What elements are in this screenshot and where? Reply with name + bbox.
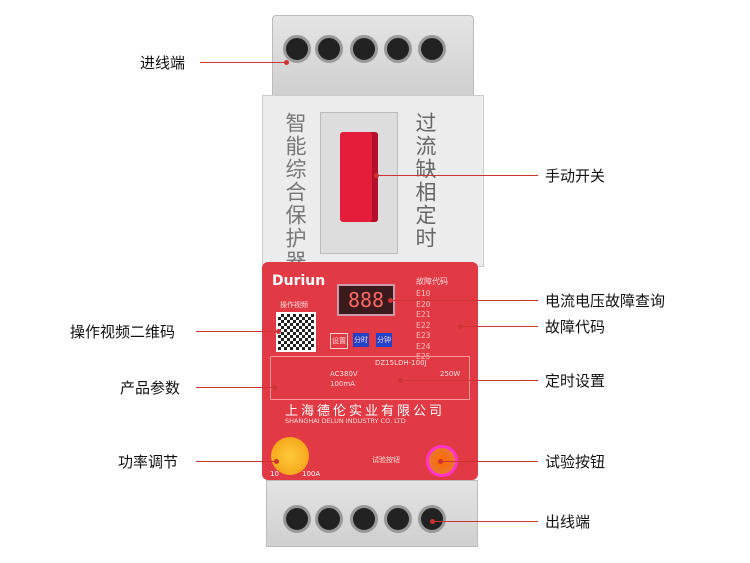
label-fault-query: 电流电压故障查询 bbox=[545, 292, 666, 310]
minute-button[interactable]: 分钟 bbox=[376, 333, 392, 347]
input-terminal bbox=[418, 35, 446, 63]
label-timer-setting: 定时设置 bbox=[545, 372, 606, 390]
led-display: 888 bbox=[337, 284, 395, 316]
fault-code: E20 bbox=[416, 299, 431, 309]
company-name-en: SHANGHAI DELUN INDUSTRY CO. LTD bbox=[285, 417, 406, 425]
brand-logo: Duriun bbox=[272, 273, 326, 289]
label-test-button: 试验按钮 bbox=[545, 453, 606, 471]
knob-max: 100A bbox=[302, 470, 321, 478]
hour-button[interactable]: 分时 bbox=[353, 333, 369, 347]
test-button-label: 试验按钮 bbox=[372, 456, 400, 464]
input-terminal bbox=[384, 35, 412, 63]
model-number: DZ15LDH-100J bbox=[375, 359, 427, 367]
company-name: 上海德伦实业有限公司 bbox=[285, 404, 446, 419]
output-terminal bbox=[283, 505, 311, 533]
output-terminal bbox=[384, 505, 412, 533]
knob-min: 10 bbox=[270, 470, 279, 478]
fault-code: E23 bbox=[416, 331, 431, 340]
set-button[interactable]: 设置 bbox=[330, 333, 348, 349]
fault-code-title: 故障代码 bbox=[416, 277, 448, 286]
param-power: 250W bbox=[440, 370, 461, 378]
manual-switch[interactable] bbox=[340, 132, 378, 222]
label-qr-code: 操作视频二维码 bbox=[70, 323, 176, 341]
qr-caption: 操作视频 bbox=[280, 301, 308, 309]
fault-code: E21 bbox=[416, 310, 431, 319]
fault-code: E22 bbox=[416, 320, 431, 330]
device-left-text: 智能综合保护器 bbox=[283, 112, 307, 273]
label-output-terminal: 出线端 bbox=[545, 513, 591, 531]
label-power-adjust: 功率调节 bbox=[118, 453, 179, 471]
label-input-terminal: 进线端 bbox=[140, 54, 186, 72]
input-terminal bbox=[283, 35, 311, 63]
device-right-text: 过流缺相定时 bbox=[413, 112, 437, 250]
param-current: 100mA bbox=[330, 380, 355, 388]
input-terminal bbox=[315, 35, 343, 63]
param-voltage: AC380V bbox=[330, 370, 358, 378]
fault-code: E24 bbox=[416, 341, 431, 351]
parameter-table bbox=[270, 356, 470, 400]
label-parameters: 产品参数 bbox=[120, 379, 181, 397]
output-terminal bbox=[350, 505, 378, 533]
qr-code[interactable] bbox=[276, 312, 316, 352]
label-manual-switch: 手动开关 bbox=[545, 167, 606, 185]
power-knob[interactable] bbox=[271, 437, 309, 475]
input-terminal bbox=[350, 35, 378, 63]
label-fault-code: 故障代码 bbox=[545, 318, 606, 336]
fault-code: E10 bbox=[416, 289, 431, 298]
output-terminal bbox=[315, 505, 343, 533]
